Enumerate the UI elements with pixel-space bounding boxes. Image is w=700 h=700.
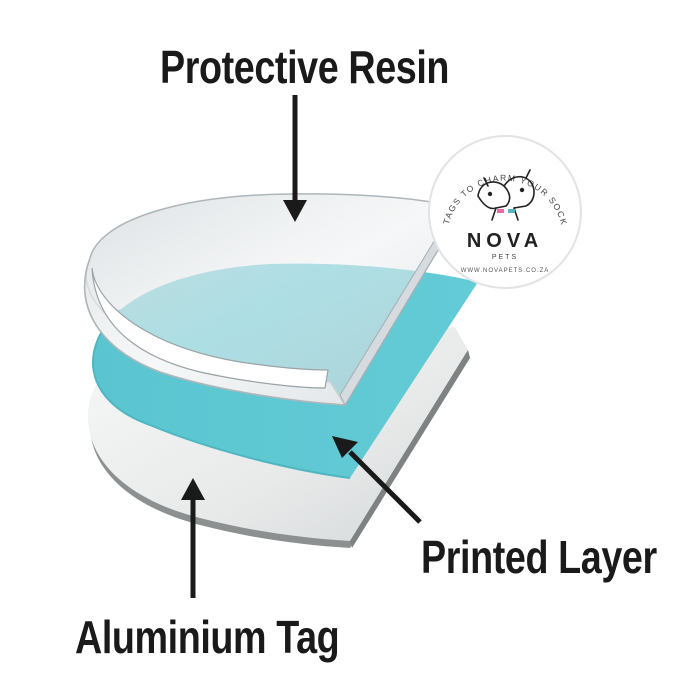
pets-logo-icon [477, 169, 535, 221]
resin-layer [83, 193, 464, 407]
arrow-printed [332, 436, 422, 524]
badge-brand: NOVA [467, 230, 543, 252]
protective-resin-label: Protective Resin [160, 41, 450, 93]
badge-url: WWW.NOVAPETS.CO.ZA [461, 268, 550, 274]
badge-sub: PETS [492, 254, 518, 261]
aluminium-tag-label: Aluminium Tag [75, 611, 340, 663]
printed-layer-label: Printed Layer [421, 531, 657, 583]
arrow-resin [283, 95, 307, 222]
arrow-aluminium [181, 478, 205, 598]
